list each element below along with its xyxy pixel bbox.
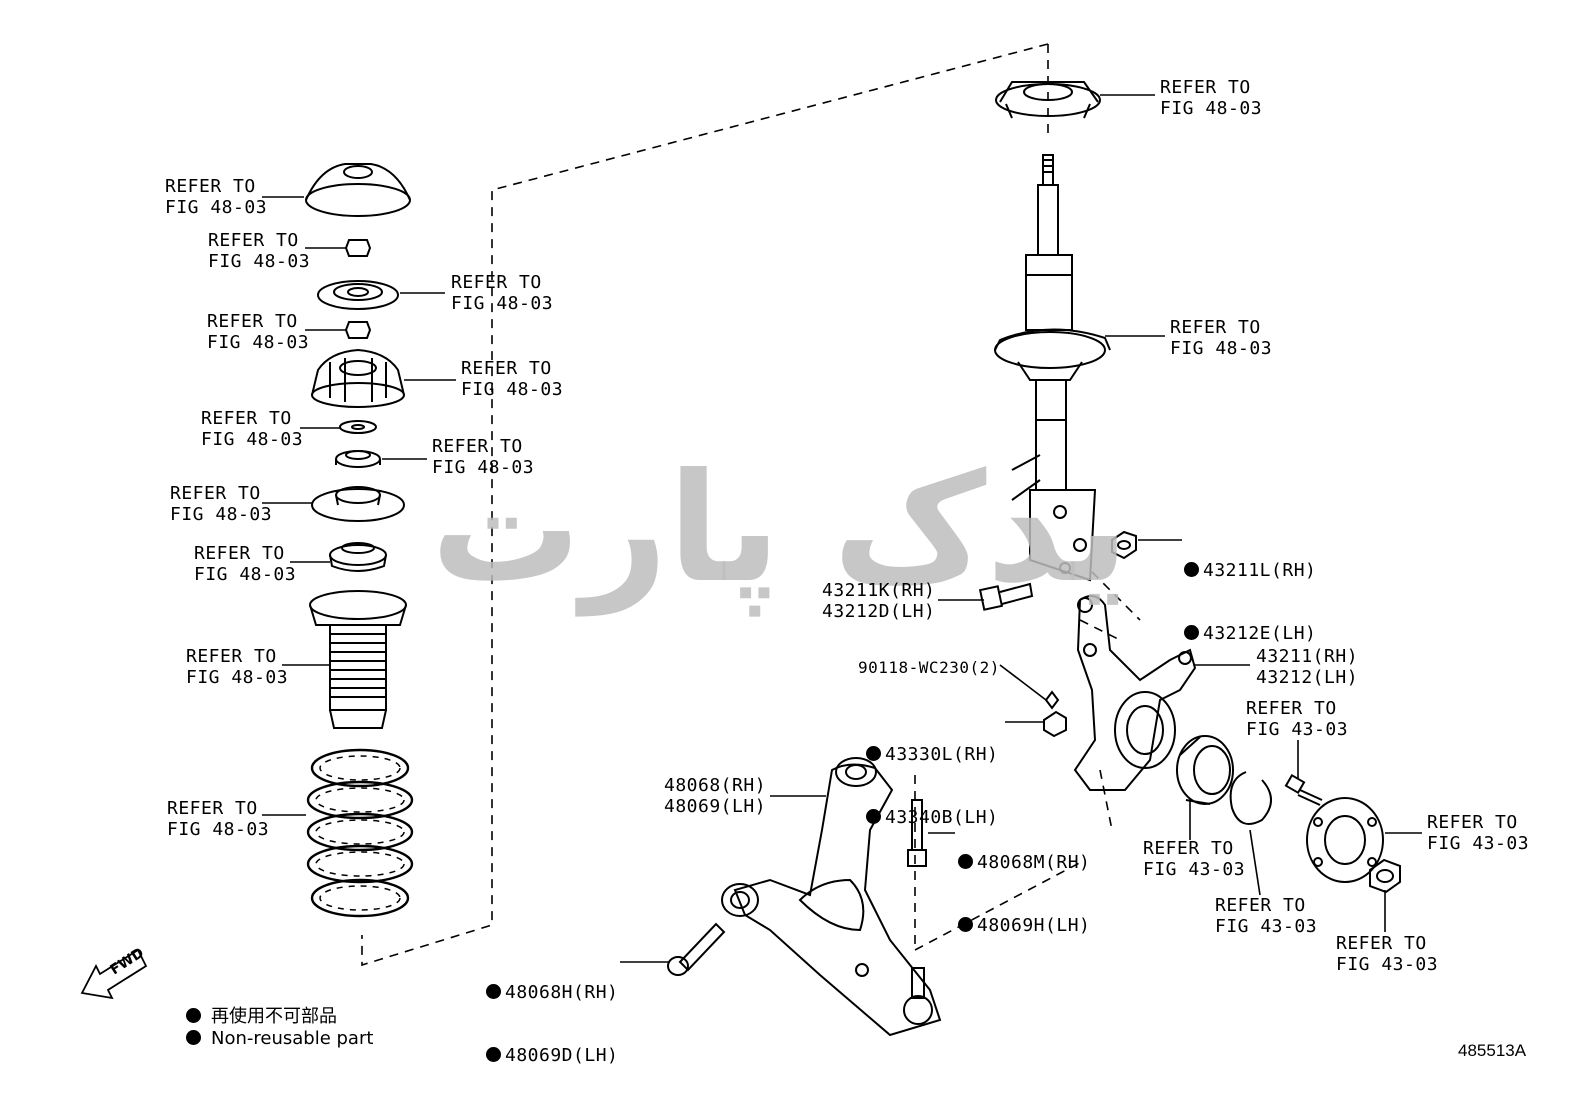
dust-boot — [309, 590, 407, 729]
coil-spring — [306, 748, 414, 918]
legend-en: Non-reusable part — [186, 1028, 373, 1049]
non-reusable-dot-icon — [486, 984, 501, 999]
bolt-48068H — [667, 922, 726, 976]
leader-lines — [262, 94, 1422, 963]
bearing-plate — [317, 280, 399, 310]
steering-knuckle — [1073, 595, 1197, 791]
non-reusable-dot-icon — [866, 809, 881, 824]
fwd-arrow-icon — [80, 948, 148, 1000]
non-reusable-dot-icon — [958, 917, 973, 932]
non-reusable-dot-icon — [958, 854, 973, 869]
shock-absorber — [994, 154, 1111, 582]
legend-dot-icon — [186, 1008, 201, 1023]
hub-nut — [1369, 858, 1401, 894]
assembly-dashed-lines — [361, 43, 1141, 967]
spring-seat-upper — [311, 486, 405, 522]
top-mount — [995, 81, 1101, 119]
fwd-label: FWD — [107, 945, 146, 978]
upper-support-cap — [305, 163, 411, 217]
bound-stopper — [329, 542, 387, 572]
hub-bolt — [1284, 773, 1323, 806]
non-reusable-dot-icon — [1184, 562, 1199, 577]
part-label-48068H: 48068H(RH) 48069D(LH) — [486, 940, 618, 1087]
nut-43330L — [1043, 710, 1067, 738]
nut-2 — [344, 321, 372, 339]
nut-1 — [344, 239, 372, 257]
non-reusable-dot-icon — [486, 1047, 501, 1062]
non-reusable-dot-icon — [1184, 625, 1199, 640]
bolt-48068M — [907, 799, 927, 867]
nut-43211L — [1111, 530, 1137, 560]
part-label-43211: 43211(RH)43212(LH) — [1256, 646, 1359, 688]
part-label-43211K: 43211K(RH)43212D(LH) — [822, 580, 936, 622]
lower-control-arm — [721, 757, 942, 1037]
part-label-43330L: 43330L(RH) 43340B(LH) — [866, 702, 998, 849]
strut-mount — [311, 348, 405, 408]
part-label-90118: 90118-WC230(2) — [858, 658, 1000, 677]
washer — [339, 420, 377, 434]
watermark: یدک پارت — [431, 442, 1130, 617]
snap-ring — [1229, 771, 1272, 825]
legend-jp: 再使用不可部品 — [186, 1002, 337, 1028]
part-label-43211L: 43211L(RH) 43212E(LH) — [1184, 518, 1316, 665]
axle-hub — [1306, 797, 1384, 883]
legend-dot-icon — [186, 1030, 201, 1045]
non-reusable-dot-icon — [866, 746, 881, 761]
part-label-48068M: 48068M(RH) 48069H(LH) — [958, 810, 1090, 957]
hub-bearing — [1176, 735, 1234, 805]
part-label-48068: 48068(RH)48069(LH) — [664, 775, 767, 817]
spacer-ring — [335, 450, 381, 468]
figure-code: 485513A — [1458, 1041, 1527, 1060]
bolt-90118 — [1044, 690, 1060, 710]
